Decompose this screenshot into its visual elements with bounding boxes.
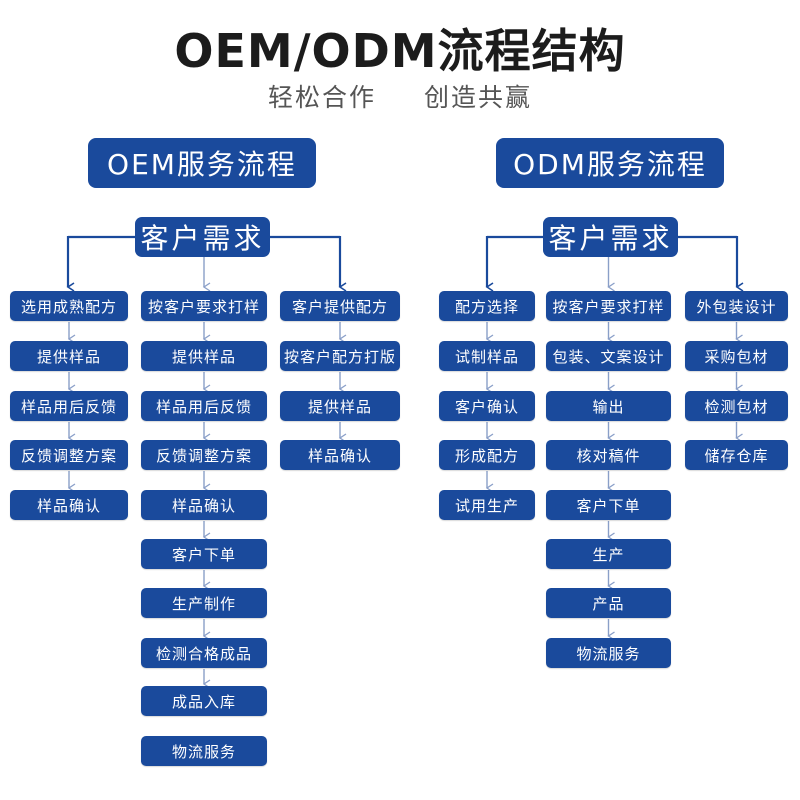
oem-step: 提供样品: [10, 341, 128, 371]
oem-step: 生产制作: [141, 588, 267, 618]
oem-step: 提供样品: [280, 391, 400, 421]
odm-step: 产品: [546, 588, 671, 618]
oem-step: 样品确认: [10, 490, 128, 520]
oem-step: 按客户要求打样: [141, 291, 267, 321]
odm-step: 采购包材: [685, 341, 788, 371]
odm-step: 外包装设计: [685, 291, 788, 321]
odm-step: 检测包材: [685, 391, 788, 421]
page-subtitle: 轻松合作 创造共赢: [0, 82, 800, 114]
oem-step: 反馈调整方案: [141, 440, 267, 470]
page-title: OEM/ODM流程结构: [174, 24, 626, 78]
oem-step: 成品入库: [141, 686, 267, 716]
oem-step: 样品用后反馈: [10, 391, 128, 421]
subtitle-left: 轻松合作: [267, 83, 376, 112]
oem-step: 选用成熟配方: [10, 291, 128, 321]
odm-step: 按客户要求打样: [546, 291, 671, 321]
odm-step: 客户下单: [546, 490, 671, 520]
subtitle-right: 创造共赢: [424, 83, 533, 112]
odm-step: 包装、文案设计: [546, 341, 671, 371]
odm-root-customer-demand: 客户需求: [543, 217, 678, 257]
odm-step: 物流服务: [546, 638, 671, 668]
oem-step: 样品确认: [280, 440, 400, 470]
odm-step: 输出: [546, 391, 671, 421]
odm-step: 核对稿件: [546, 440, 671, 470]
odm-step: 配方选择: [439, 291, 535, 321]
odm-step: 生产: [546, 539, 671, 569]
odm-step: 试用生产: [439, 490, 535, 520]
oem-step: 样品用后反馈: [141, 391, 267, 421]
oem-step: 物流服务: [141, 736, 267, 766]
oem-section-header: OEM服务流程: [88, 138, 316, 188]
odm-section-header: ODM服务流程: [496, 138, 724, 188]
oem-step: 客户下单: [141, 539, 267, 569]
odm-step: 客户确认: [439, 391, 535, 421]
odm-step: 形成配方: [439, 440, 535, 470]
oem-step: 提供样品: [141, 341, 267, 371]
oem-step: 样品确认: [141, 490, 267, 520]
odm-step: 试制样品: [439, 341, 535, 371]
oem-step: 按客户配方打版: [280, 341, 400, 371]
oem-step: 客户提供配方: [280, 291, 400, 321]
oem-step: 反馈调整方案: [10, 440, 128, 470]
odm-step: 储存仓库: [685, 440, 788, 470]
oem-root-customer-demand: 客户需求: [135, 217, 270, 257]
oem-step: 检测合格成品: [141, 638, 267, 668]
